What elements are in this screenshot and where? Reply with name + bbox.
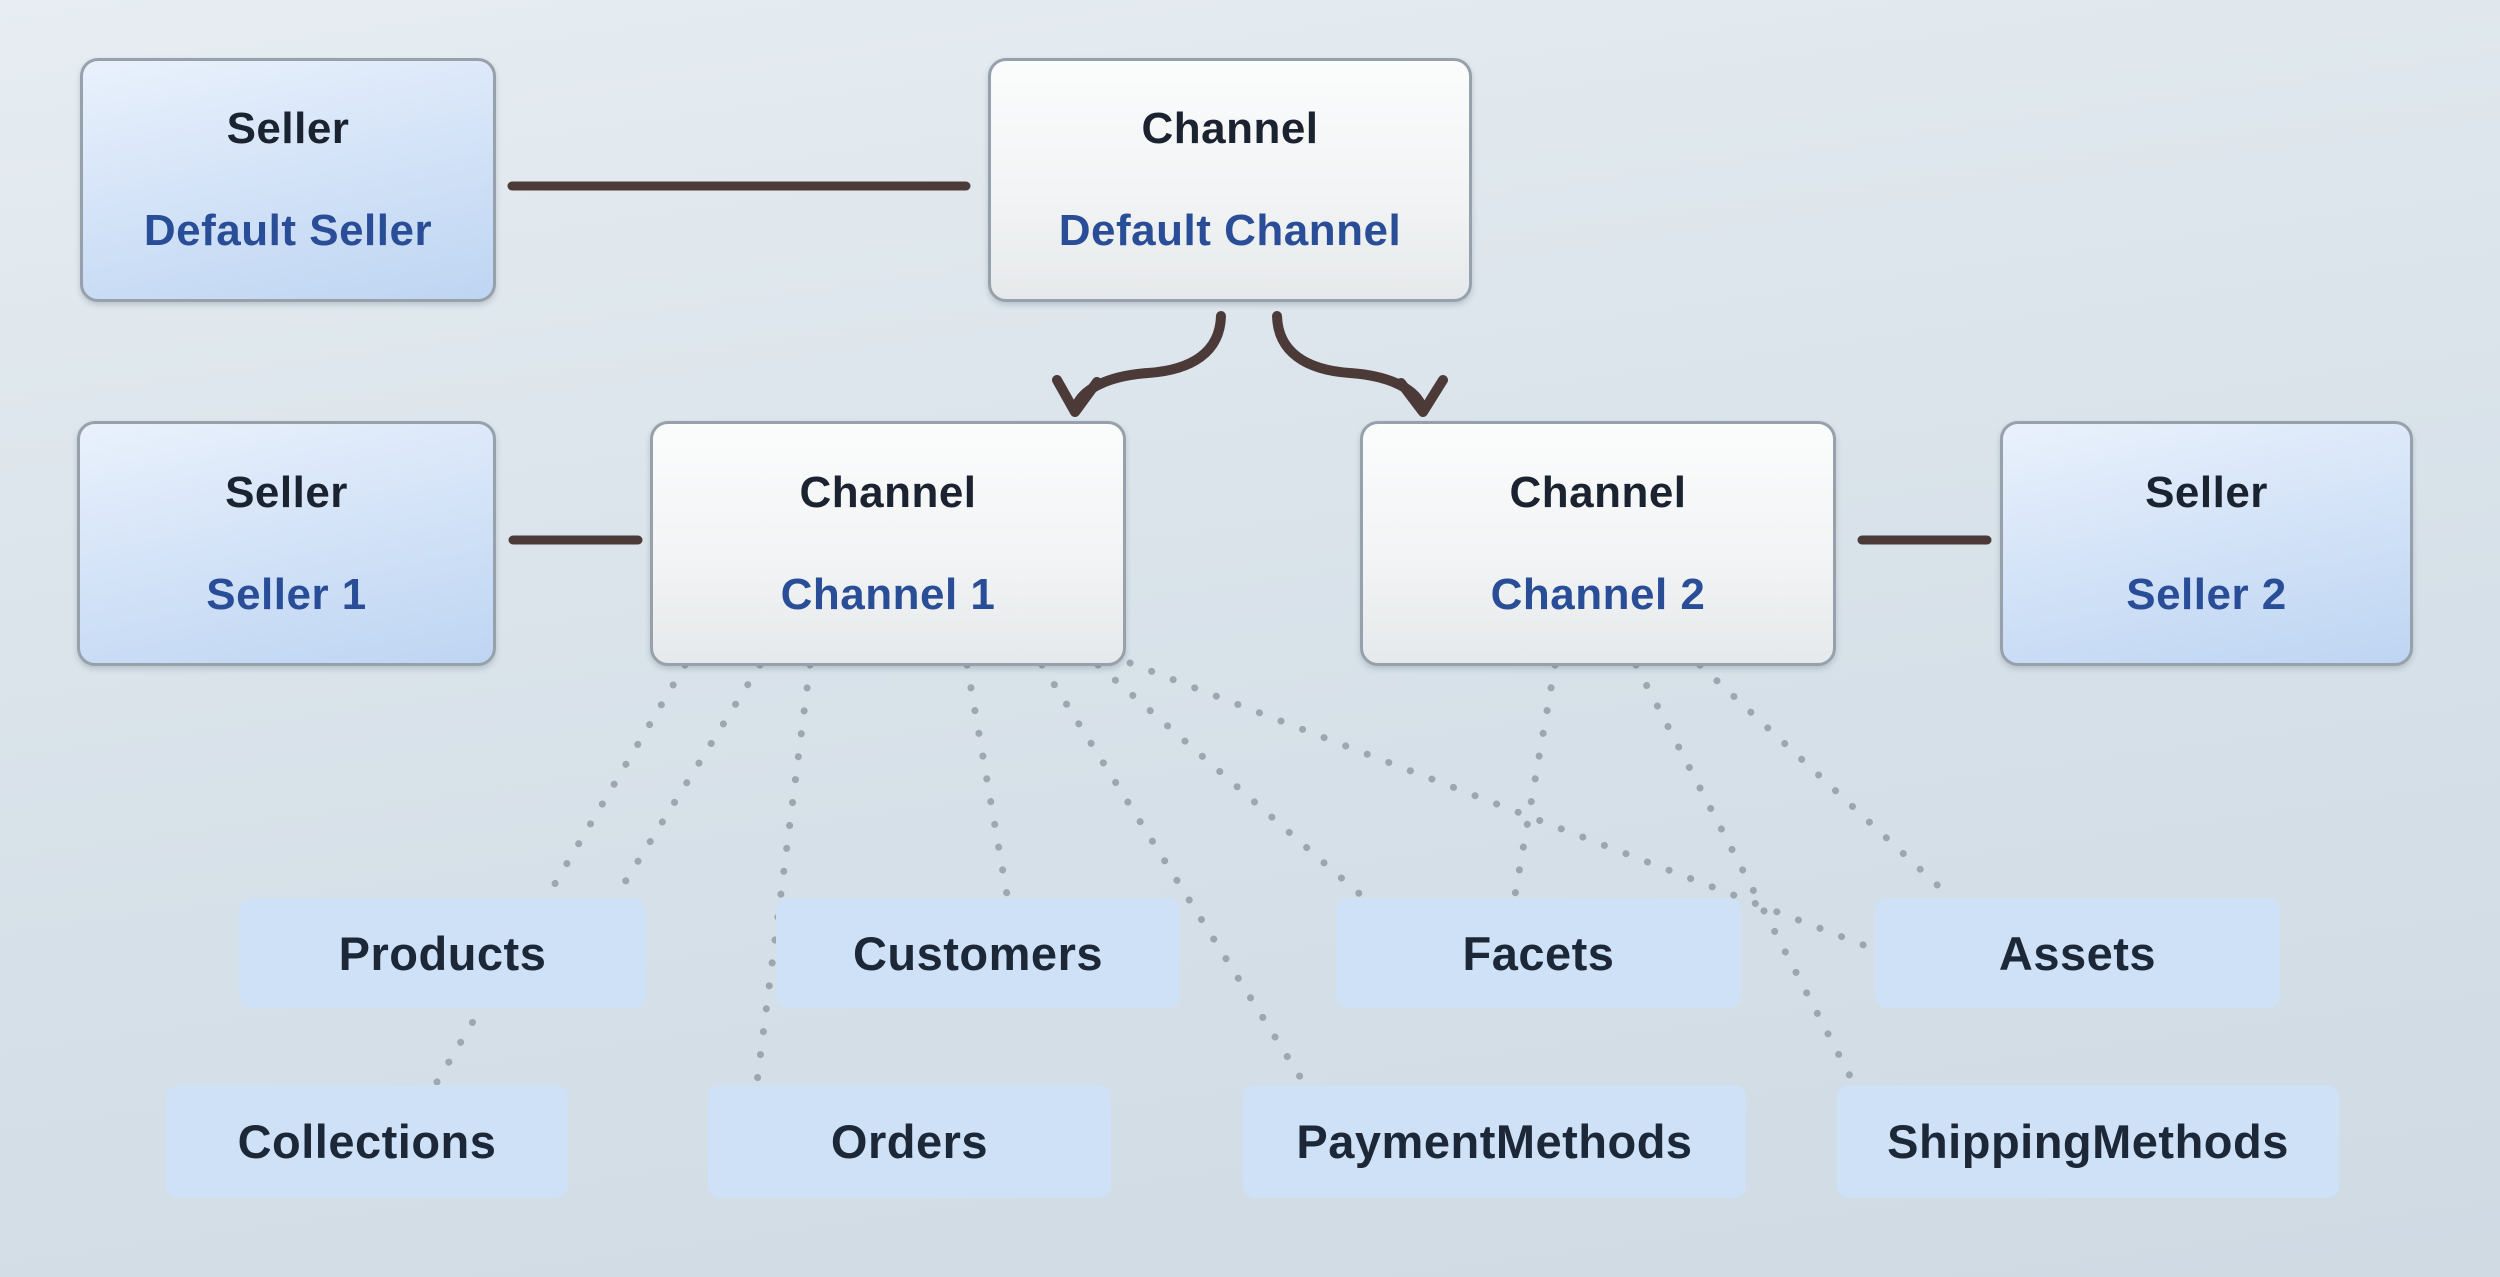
node-channel-2: Channel Channel 2	[1360, 421, 1836, 666]
entity-label: Products	[338, 926, 547, 980]
entity-label: Orders	[830, 1115, 989, 1168]
dotted-links	[433, 659, 1952, 1086]
dotted-link-channel1-customers	[963, 661, 1011, 899]
node-seller-2: Seller Seller 2	[2000, 421, 2413, 666]
node-subtitle: Default Seller	[143, 206, 433, 255]
node-subtitle: Channel 1	[780, 569, 996, 619]
dotted-link-channel1-facets	[1094, 661, 1366, 900]
node-subtitle: Seller 2	[2126, 569, 2287, 619]
entity-label: Facets	[1462, 926, 1615, 980]
entity-label: ShippingMethods	[1887, 1115, 2289, 1168]
entity-shipping-methods: ShippingMethods	[1837, 1085, 2339, 1198]
node-seller-1: Seller Seller 1	[77, 421, 496, 666]
entity-collections: Collections	[166, 1085, 568, 1198]
arrowhead-channel2-icon	[1396, 375, 1448, 417]
entity-label: PaymentMethods	[1296, 1115, 1693, 1168]
arrowhead-channel1-icon	[1052, 375, 1102, 417]
solid-links	[507, 181, 1992, 545]
node-subtitle: Channel 2	[1490, 569, 1706, 619]
node-title: Channel	[1509, 467, 1687, 517]
dotted-link-channel1-collections	[433, 661, 689, 1086]
entity-assets: Assets	[1875, 898, 2280, 1008]
arrow-default-channel-to-channel1	[1071, 311, 1226, 412]
dotted-link-channel2-facets	[1511, 661, 1559, 899]
entity-customers: Customers	[776, 898, 1180, 1008]
entity-label: Collections	[237, 1115, 497, 1168]
dotted-link-channel1-orders	[753, 661, 814, 1086]
node-title: Seller	[2145, 467, 2268, 517]
node-title: Seller	[226, 104, 350, 153]
dotted-link-channel2-shippingmethods	[1632, 661, 1856, 1084]
node-channel-1: Channel Channel 1	[650, 421, 1126, 666]
node-title: Channel	[1141, 104, 1319, 153]
entity-label: Assets	[1998, 926, 2157, 980]
entity-products: Products	[239, 898, 646, 1008]
arrow-links	[1052, 311, 1448, 417]
arrow-default-channel-to-channel2	[1272, 311, 1427, 412]
node-seller-default: Seller Default Seller	[80, 58, 496, 302]
node-channel-default: Channel Default Channel	[988, 58, 1472, 302]
dotted-link-channel2-assets	[1696, 661, 1952, 899]
node-title: Seller	[225, 467, 348, 517]
dotted-link-channel1-products	[613, 661, 764, 899]
node-subtitle: Default Channel	[1058, 206, 1402, 255]
node-title: Channel	[799, 467, 977, 517]
dotted-link-channel1-paymentmethods	[1038, 661, 1306, 1084]
entity-payment-methods: PaymentMethods	[1243, 1085, 1746, 1198]
entity-facets: Facets	[1336, 898, 1741, 1008]
entity-orders: Orders	[708, 1085, 1111, 1198]
dotted-link-channel1-assets	[1126, 659, 1870, 950]
entity-label: Customers	[852, 926, 1103, 980]
node-subtitle: Seller 1	[206, 569, 367, 619]
